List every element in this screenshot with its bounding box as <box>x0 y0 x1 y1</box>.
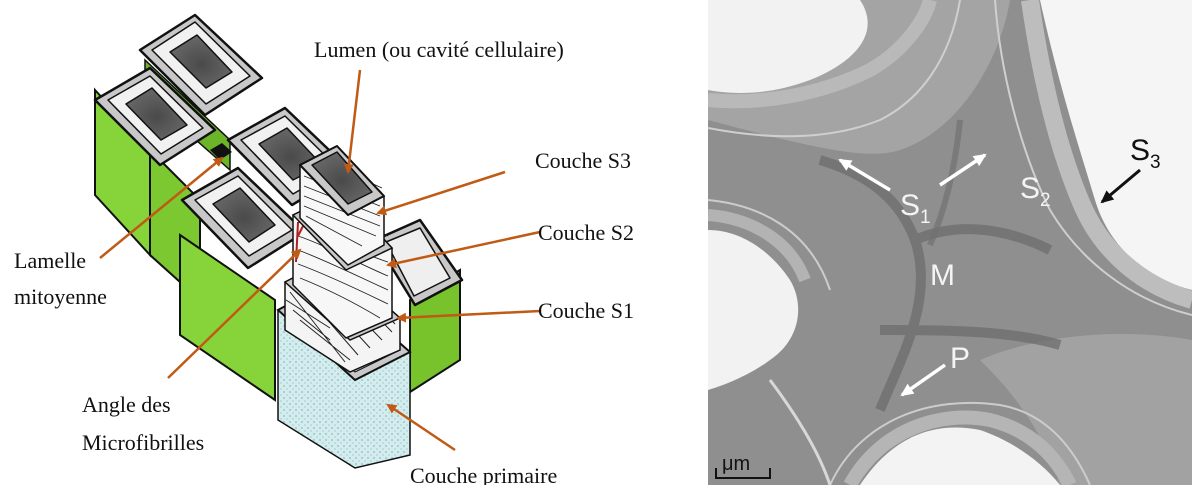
arrow-lumen <box>348 70 360 172</box>
label-lamelle-line1: Lamelle <box>14 248 86 273</box>
label-primaire: Couche primaire <box>410 463 557 485</box>
label-p: P <box>950 342 970 375</box>
label-angle-line2: Microfibrilles <box>82 430 204 455</box>
micrograph: S1 S2 S3 M P μm <box>708 0 1192 485</box>
label-s2: Couche S2 <box>538 220 634 245</box>
arrow-s3 <box>378 172 505 213</box>
label-angle-line1: Angle des <box>82 392 171 417</box>
label-s1: Couche S1 <box>538 298 634 323</box>
cell-wall-diagram: Lumen (ou cavité cellulaire) Couche S3 C… <box>14 15 634 485</box>
label-lumen: Lumen (ou cavité cellulaire) <box>314 37 564 62</box>
scale-label: μm <box>722 453 750 475</box>
label-lamelle-line2: mitoyenne <box>14 284 107 309</box>
label-s3: Couche S3 <box>535 148 631 173</box>
label-m: M <box>930 259 955 292</box>
